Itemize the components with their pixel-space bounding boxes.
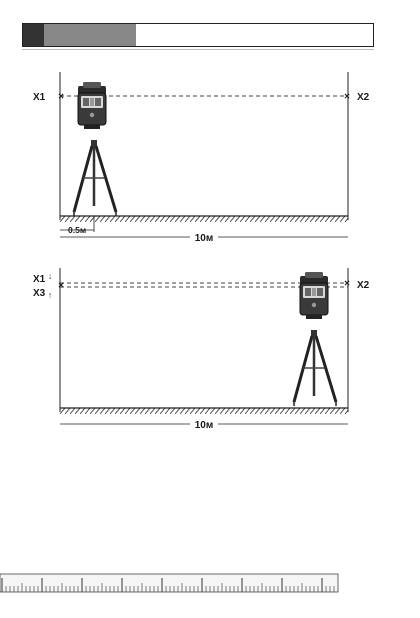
- arrow-up-icon: ↑: [48, 290, 52, 300]
- diagram-bottom: X1 X3 ↓ ↑ × × X2 10м: [33, 268, 370, 431]
- point-x2-label: X2: [357, 280, 370, 291]
- rotary-laser-level: [78, 82, 106, 129]
- tripod: [294, 330, 336, 406]
- floor-hatch: [60, 216, 348, 222]
- tripod: [74, 140, 116, 216]
- point-x1-label: X1: [33, 274, 46, 285]
- point-x1-label: X1: [33, 92, 46, 103]
- offset-dimension-label: 0.5м: [68, 225, 86, 235]
- cross-mark-x1-x3: ×: [58, 281, 64, 292]
- floor-hatch: [60, 408, 348, 414]
- distance-label: 10м: [195, 420, 214, 431]
- diagram-top: X1 × × X2 0.5м 10м: [33, 72, 370, 244]
- point-x3-label: X3: [33, 288, 46, 299]
- rotary-laser-level: [300, 272, 328, 319]
- distance-label: 10м: [195, 233, 214, 244]
- cross-mark-x1: ×: [58, 92, 64, 103]
- arrow-down-icon: ↓: [48, 271, 52, 281]
- cross-mark-x2: ×: [344, 92, 350, 103]
- point-x2-label: X2: [357, 92, 370, 103]
- ruler-scale: [0, 574, 338, 592]
- cross-mark-x2: ×: [344, 279, 350, 290]
